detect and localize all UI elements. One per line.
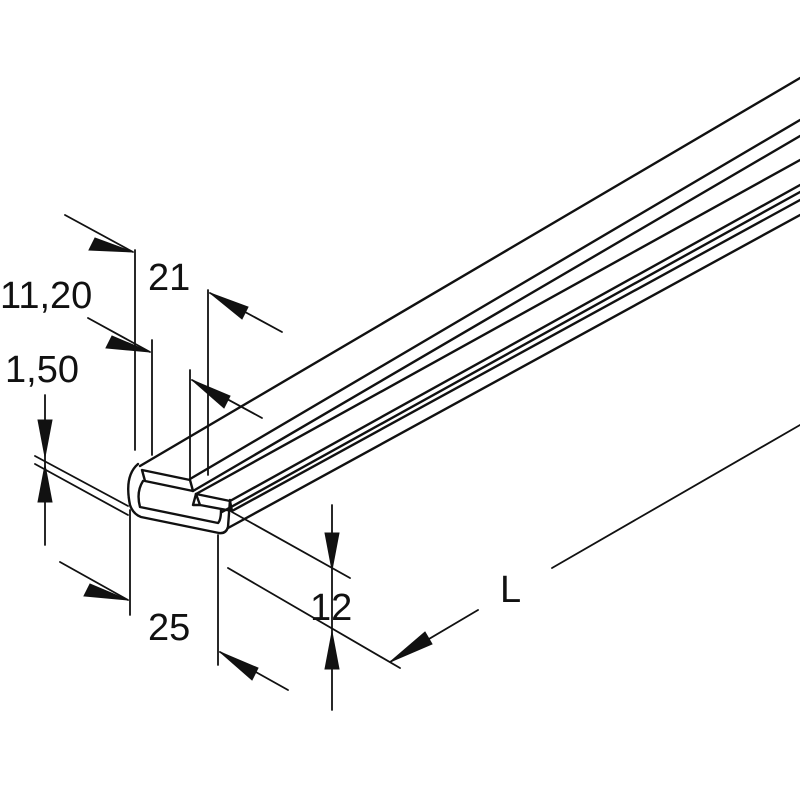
dimension-label-21: 21 xyxy=(148,257,190,299)
dimension-height: 12 xyxy=(227,504,401,711)
channel-inner xyxy=(137,479,223,525)
dimension-label-1-50: 1,50 xyxy=(5,349,79,391)
left-lip-top xyxy=(140,468,195,493)
rail-body xyxy=(138,76,800,530)
dimension-length: L xyxy=(389,424,800,663)
dimension-label-12: 12 xyxy=(310,587,352,629)
channel-outer xyxy=(127,462,232,535)
right-lip-front xyxy=(191,492,202,507)
dimension-inner-width: 11,20 xyxy=(0,275,263,481)
dimension-top-width: 21 xyxy=(64,214,283,476)
dimension-thickness: 1,50 xyxy=(5,349,129,546)
dimension-label-l: L xyxy=(500,569,521,611)
dimension-label-11-20: 11,20 xyxy=(0,275,92,317)
rail-profile xyxy=(127,462,234,535)
dimension-base-width: 25 xyxy=(59,509,289,691)
dimension-label-25: 25 xyxy=(148,607,190,649)
